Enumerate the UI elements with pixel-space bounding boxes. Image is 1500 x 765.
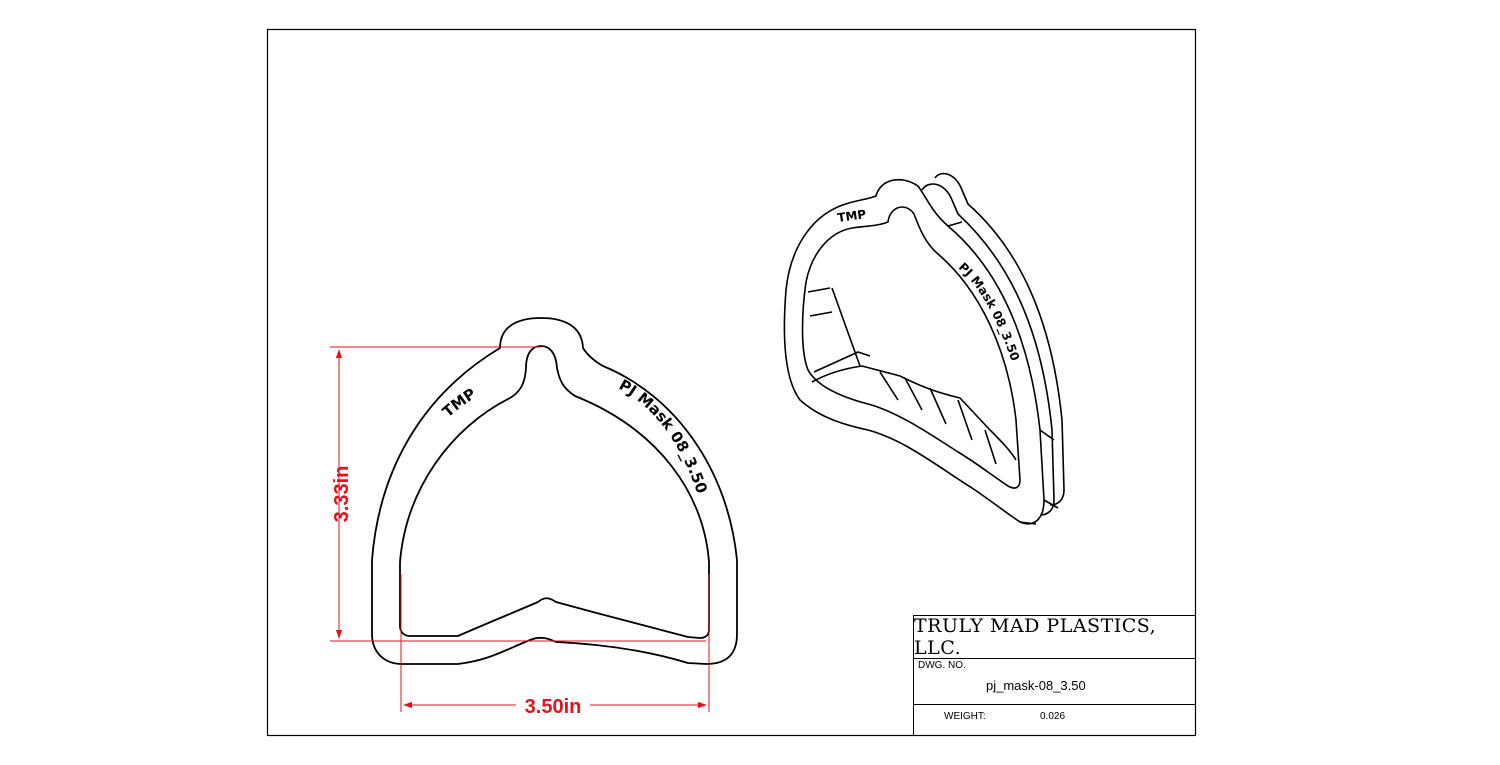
front-view <box>371 317 738 665</box>
width-dimension-label: 3.50in <box>525 696 582 718</box>
iso-outer-outline <box>783 178 1045 525</box>
iso-inner-outline <box>801 206 1021 489</box>
front-emboss-left: TMP <box>439 385 479 421</box>
dwg-no-value: pj_mask-08_3.50 <box>986 678 1086 693</box>
isometric-view <box>783 172 1065 525</box>
iso-emboss-right: PJ Mask 08_3.50 <box>956 260 1022 363</box>
height-dimension <box>330 346 706 642</box>
front-inner-outline <box>399 345 710 639</box>
weight-label: WEIGHT: <box>944 711 986 722</box>
front-outer-outline <box>371 317 738 665</box>
dwg-no-label: DWG. NO. <box>918 660 966 671</box>
iso-emboss-left: TMP <box>836 207 867 225</box>
width-dimension <box>400 574 710 712</box>
title-block <box>913 615 1196 736</box>
company-name: TRULY MAD PLASTICS, LLC. <box>914 615 1157 659</box>
weight-value: 0.026 <box>1040 711 1066 722</box>
sheet-border <box>266 28 1197 737</box>
height-dimension-label: 3.33in <box>331 466 353 523</box>
front-emboss-right: PJ Mask 08_3.50 <box>616 376 711 496</box>
